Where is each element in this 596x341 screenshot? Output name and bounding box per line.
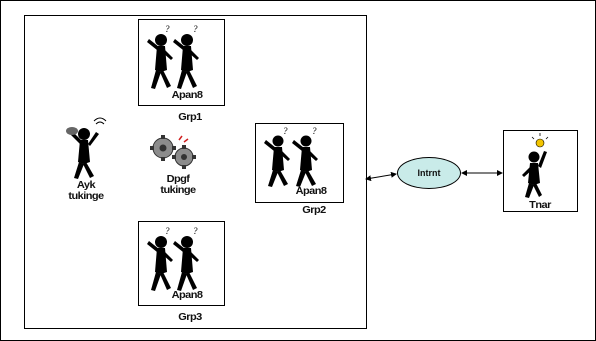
group-1-box: ? ? (138, 19, 225, 106)
svg-text:?: ? (283, 126, 288, 136)
process-agent-label-1: Dpgf (166, 174, 190, 185)
two-thinking-figures-icon: ? ? (147, 226, 199, 291)
two-thinking-figures-icon: ? ? (147, 24, 199, 89)
process-agent-label-2: tukinge (160, 185, 196, 196)
group-1-label: Grp1 (178, 112, 202, 123)
two-thinking-figures-icon: ? ? (264, 126, 318, 187)
group-3-box: ? ? (138, 221, 225, 306)
group-3-label: Grp3 (178, 312, 202, 323)
group-1-caption: Apan8 (171, 90, 203, 101)
user-label: Tnar (529, 200, 551, 211)
svg-text:?: ? (193, 226, 198, 236)
group-3-caption: Apan8 (171, 290, 203, 301)
user-box (503, 130, 578, 212)
svg-text:?: ? (193, 24, 198, 34)
internet-label: Intrnt (417, 168, 441, 178)
ask-agent-label-1: Ayk (76, 180, 96, 191)
group-2-caption: Apan8 (295, 186, 327, 197)
svg-text:?: ? (165, 226, 170, 236)
group-2-label: Grp2 (302, 205, 326, 216)
svg-text:?: ? (165, 24, 170, 34)
group-2-box: ? ? (255, 123, 344, 203)
svg-text:?: ? (312, 126, 317, 136)
internet-node: Intrnt (397, 157, 461, 189)
ask-agent-label-2: tukinge (68, 191, 104, 202)
idea-figure-icon (522, 133, 549, 198)
